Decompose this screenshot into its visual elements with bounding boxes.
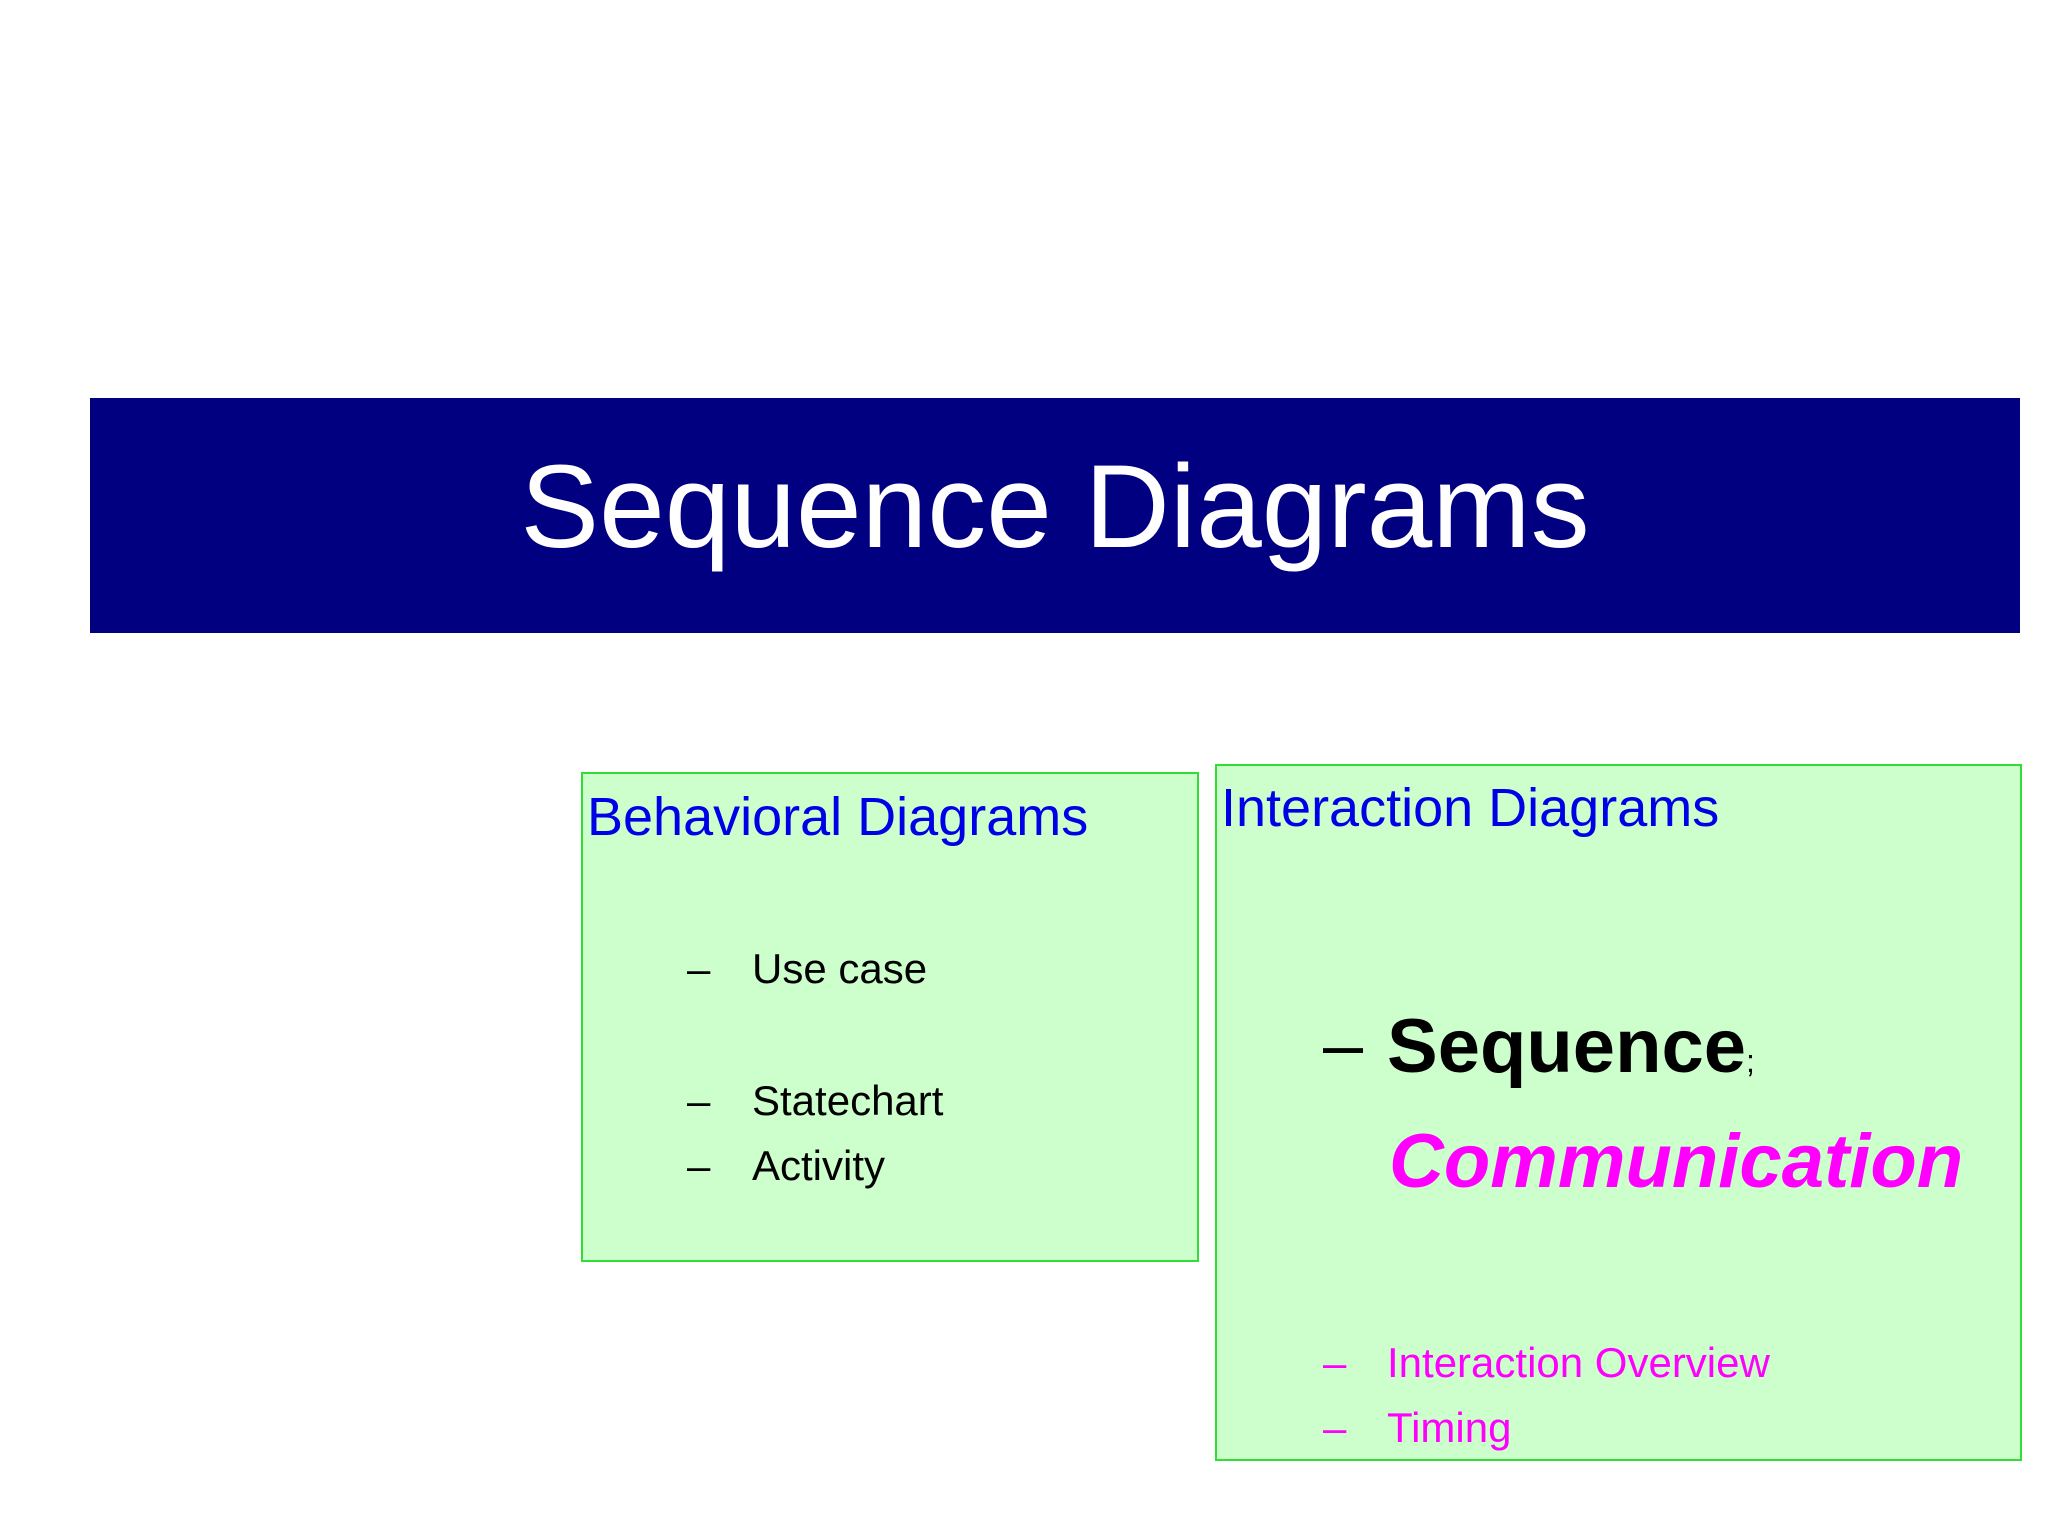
sequence-separator: ; bbox=[1746, 1043, 1755, 1079]
list-item-label: Activity bbox=[752, 1142, 886, 1189]
dash-bullet: – bbox=[687, 1142, 711, 1189]
dash-bullet: – bbox=[1323, 1339, 1347, 1386]
sequence-label-group: Sequence; bbox=[1387, 1009, 1755, 1085]
dash-bullet: – bbox=[687, 1077, 711, 1124]
list-item-label: Statechart bbox=[752, 1077, 944, 1124]
slide-title: Sequence Diagrams bbox=[520, 440, 1590, 573]
sequence-label: Sequence bbox=[1387, 1004, 1747, 1089]
dash-bullet: – bbox=[1323, 1404, 1347, 1451]
behavioral-diagrams-panel: Behavioral Diagrams – Use case – Statech… bbox=[581, 772, 1199, 1262]
dash-bullet: – bbox=[1323, 1005, 1364, 1085]
interaction-diagrams-panel: Interaction Diagrams – Sequence; Communi… bbox=[1215, 764, 2022, 1461]
list-item-label: Use case bbox=[752, 945, 928, 992]
communication-label: Communication bbox=[1389, 1119, 1964, 1204]
behavioral-diagrams-heading: Behavioral Diagrams bbox=[587, 787, 1089, 847]
list-item-label: Timing bbox=[1387, 1404, 1512, 1451]
list-item-label: Interaction Overview bbox=[1387, 1339, 1770, 1386]
title-bar: Sequence Diagrams bbox=[90, 398, 2020, 633]
interaction-diagrams-heading: Interaction Diagrams bbox=[1221, 778, 1720, 838]
dash-bullet: – bbox=[687, 945, 711, 992]
